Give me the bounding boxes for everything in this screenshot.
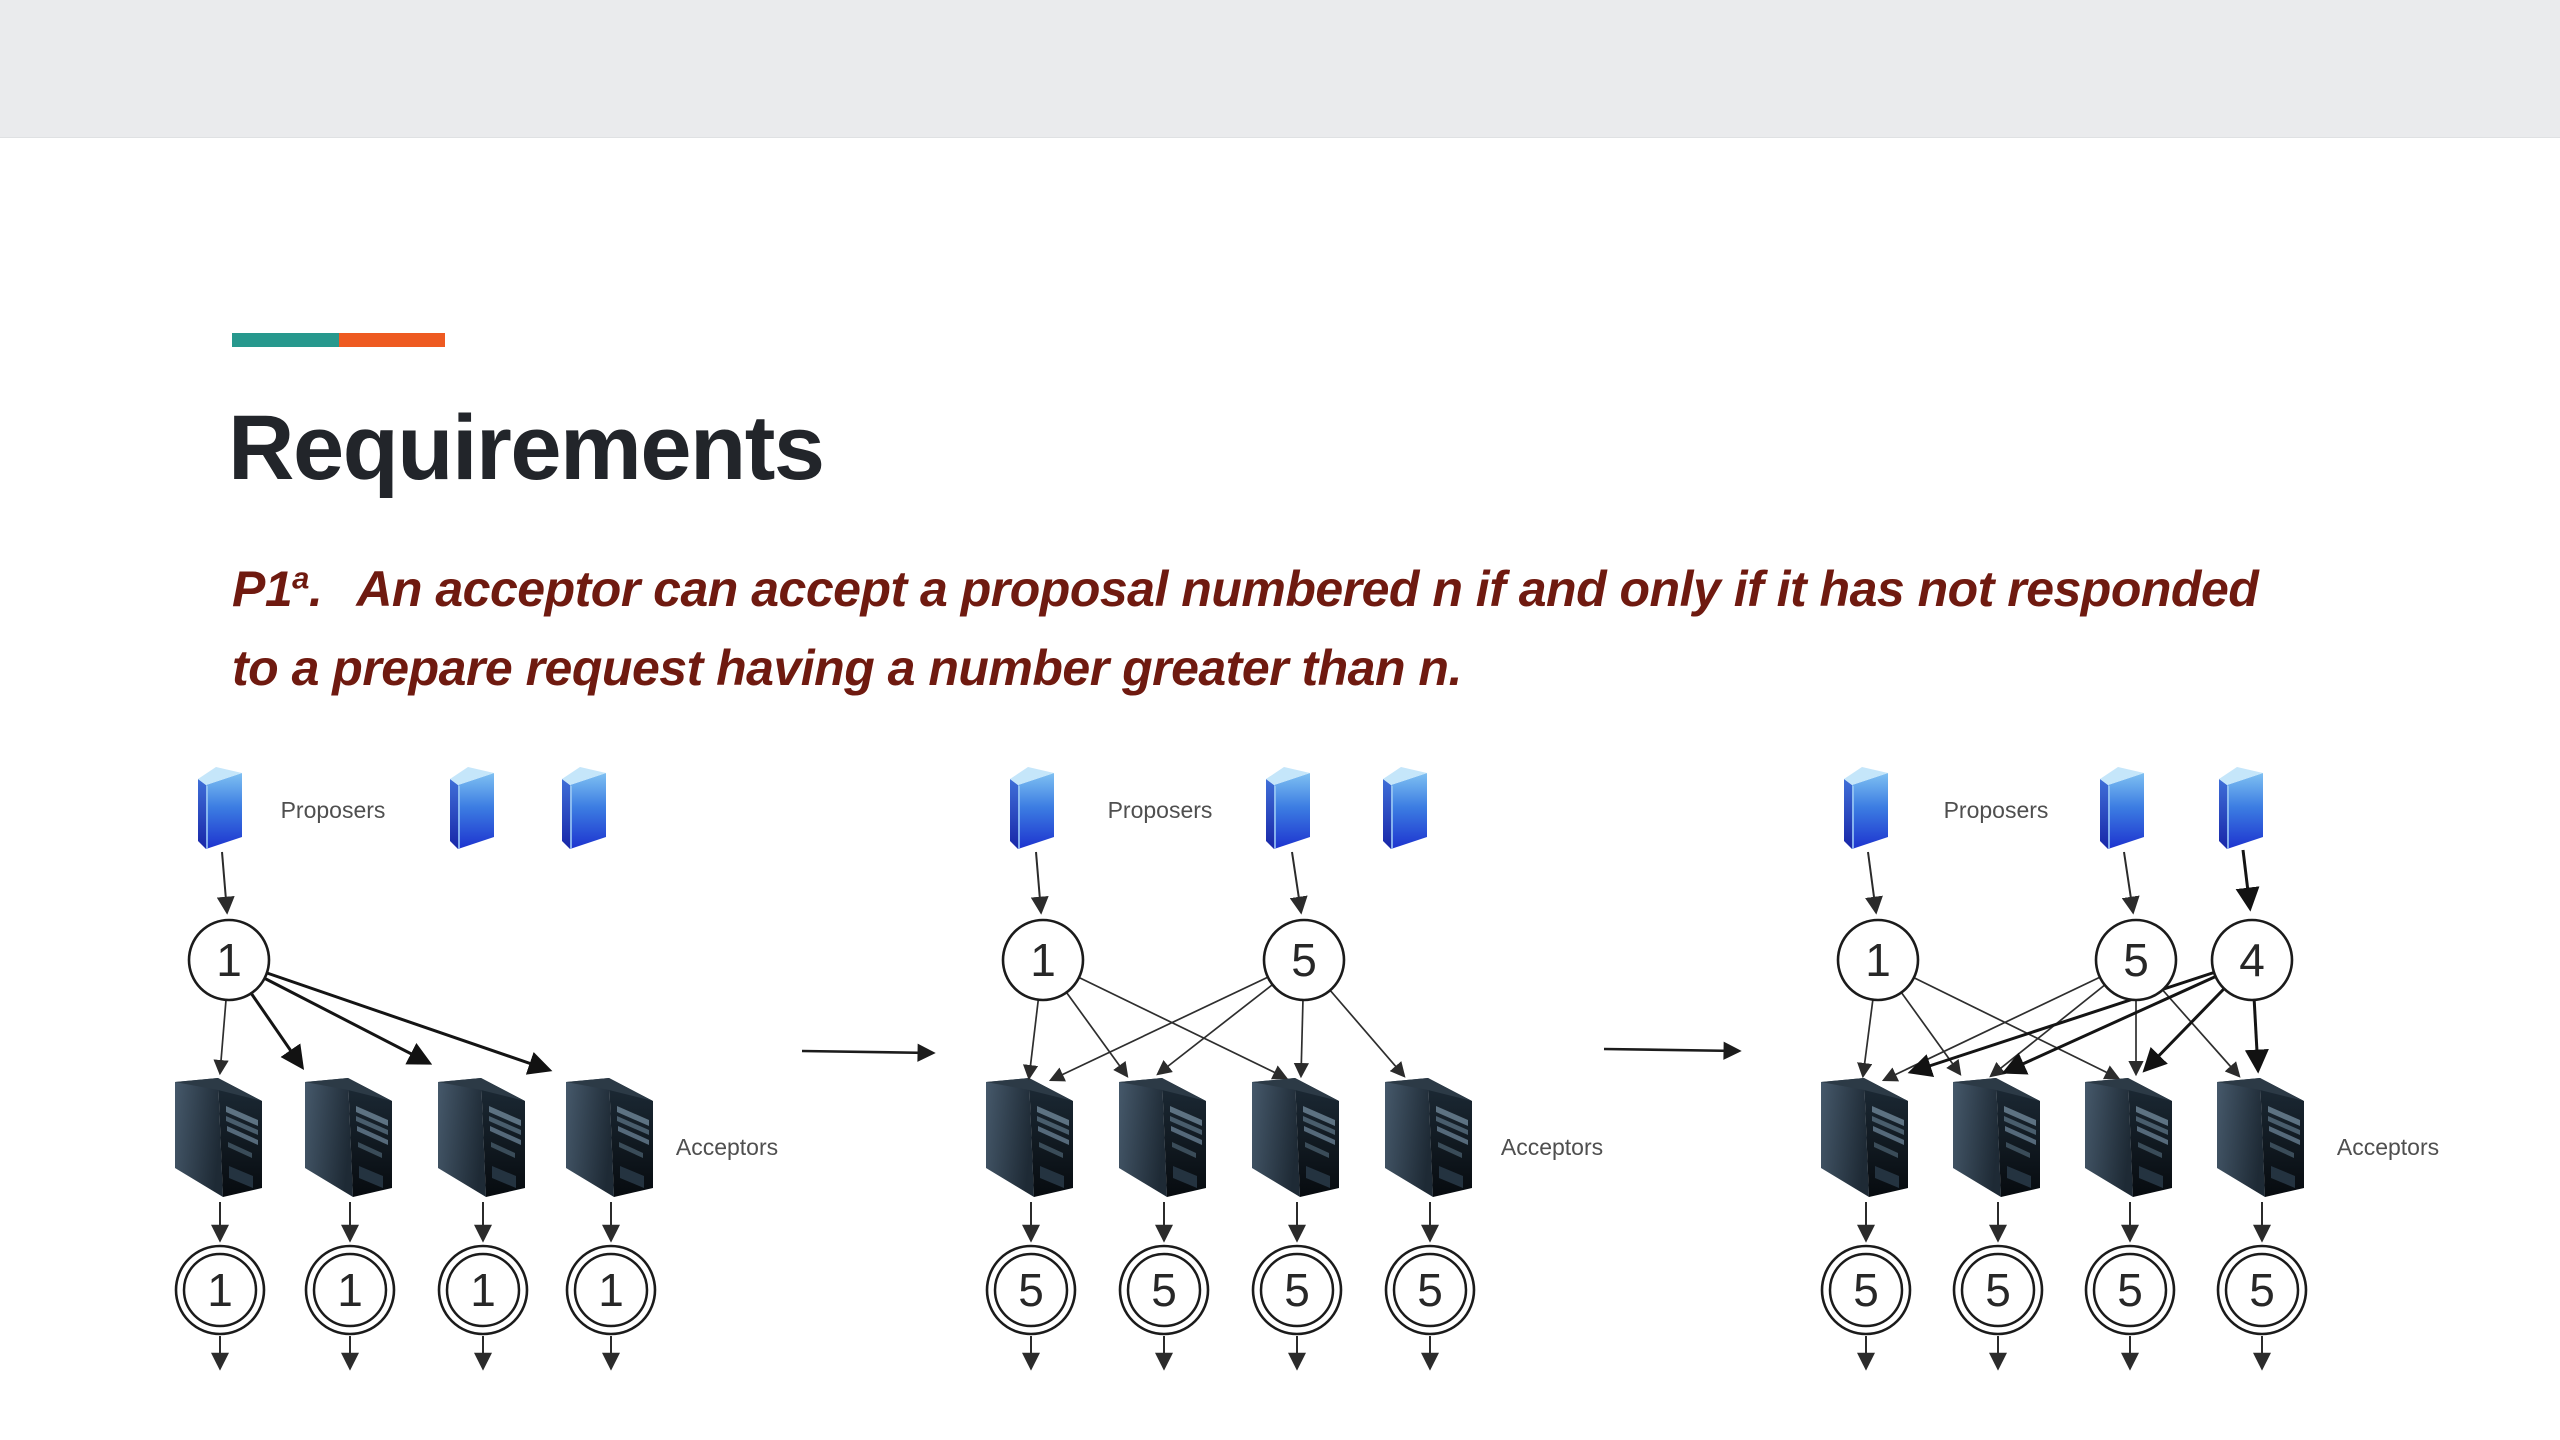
requirement-statement: P1a. An acceptor can accept a proposal nu… [232, 550, 2259, 708]
acceptor-server-icon [305, 1078, 392, 1197]
prepare-arrow [1048, 959, 1305, 1082]
acceptor-server-icon [566, 1078, 653, 1197]
statement-line-1: P1a. An acceptor can accept a proposal nu… [232, 550, 2259, 629]
proposer-to-circle-arrow [1865, 851, 1883, 915]
proposers-label: Proposers [1108, 797, 1213, 823]
proposers-label: Proposers [281, 797, 386, 823]
proposal-number: 5 [2123, 934, 2149, 986]
proposer-server-icon [2219, 767, 2263, 849]
accepted-value: 1 [337, 1264, 363, 1316]
proposer-server-icon [1844, 767, 1888, 849]
acceptor-server-icon [175, 1078, 262, 1197]
right-arrow [801, 1043, 936, 1062]
proposal-number: 1 [1865, 934, 1891, 986]
proposer-server-icon [562, 767, 606, 849]
proposer-to-circle-arrow [1030, 851, 1049, 915]
accepted-value: 5 [1985, 1264, 2011, 1316]
proposal-number: 4 [2239, 934, 2265, 986]
phase-transition-arrow [1603, 1041, 1742, 1060]
proposer-server-icon [2100, 767, 2144, 849]
acceptor-server-icon [2085, 1078, 2172, 1197]
right-arrow [1603, 1041, 1742, 1060]
accepted-value: 5 [1417, 1264, 1443, 1316]
prepare-arrow [249, 992, 305, 1070]
proposer-server-icon [198, 767, 242, 849]
accepted-value: 5 [2117, 1264, 2143, 1316]
proposal-number-circle [2094, 918, 2178, 1002]
proposer-to-circle-arrow [216, 851, 235, 915]
statement-text-line1: An acceptor can accept a proposal number… [356, 561, 2259, 617]
accepted-value: 1 [207, 1264, 233, 1316]
proposal-number: 5 [1291, 934, 1317, 986]
prepare-arrow [263, 976, 433, 1065]
accept-arrow-bold [1907, 958, 2253, 1078]
acceptor-server-icon [1119, 1078, 1206, 1197]
accept-arrow-bold [2001, 958, 2253, 1075]
acceptor-server-icon [438, 1078, 525, 1197]
prepare-arrow [1042, 959, 1289, 1080]
acceptors-label: Acceptors [1501, 1134, 1603, 1160]
acceptor-server-icon [1252, 1078, 1339, 1197]
acceptor-server-icon [1385, 1078, 1472, 1197]
proposer-server-icon [1383, 767, 1427, 849]
top-gray-band [0, 0, 2560, 138]
paxos-diagram-phase1: Proposers Acceptors 1 1 1 1 1 [174, 767, 778, 1371]
acceptors-label: Acceptors [676, 1134, 778, 1160]
accepted-value: 1 [598, 1264, 624, 1316]
accepted-value: 5 [1853, 1264, 1879, 1316]
acceptor-server-icon [1953, 1078, 2040, 1197]
statement-label: P1 [232, 561, 293, 617]
proposal-number: 1 [1030, 934, 1056, 986]
title-accent-bar [232, 333, 445, 347]
proposers-label: Proposers [1944, 797, 2049, 823]
accepted-value: 5 [1018, 1264, 1044, 1316]
proposer-server-icon [1266, 767, 1310, 849]
proposer-to-circle-arrow [2121, 851, 2140, 915]
proposal-number-circle [1836, 918, 1920, 1002]
proposal-number: 1 [216, 934, 242, 986]
prepare-arrow [1877, 959, 2121, 1080]
proposal-number-circle [1262, 918, 1346, 1002]
accepted-value: 5 [2249, 1264, 2275, 1316]
page-title: Requirements [228, 397, 825, 499]
acceptor-server-icon [986, 1078, 1073, 1197]
acceptor-server-icon [1821, 1078, 1908, 1197]
accepted-value: 5 [1151, 1264, 1177, 1316]
proposal-number-circle [2210, 918, 2294, 1002]
statement-superscript: a [292, 560, 309, 596]
acceptor-server-icon [2217, 1078, 2304, 1197]
accepted-value: 5 [1284, 1264, 1310, 1316]
prepare-arrow [213, 999, 229, 1076]
statement-line-2: to a prepare request having a number gre… [232, 640, 1462, 696]
proposer-server-icon [450, 767, 494, 849]
accepted-value: 1 [470, 1264, 496, 1316]
proposer-to-circle-arrow-bold [2235, 849, 2260, 912]
paxos-diagram-phase2: Proposers Acceptors 1 5 5 5 5 5 [985, 767, 1603, 1371]
proposal-number-circle [187, 918, 271, 1002]
proposer-server-icon [1010, 767, 1054, 849]
accent-orange-segment [339, 333, 445, 347]
phase-transition-arrow [801, 1043, 936, 1062]
prepare-arrow [266, 971, 553, 1075]
proposer-to-circle-arrow [1289, 851, 1308, 915]
proposal-number-circle [1001, 918, 1085, 1002]
statement-period: . [308, 561, 323, 617]
acceptors-label: Acceptors [2337, 1134, 2439, 1160]
accent-teal-segment [232, 333, 339, 347]
paxos-diagram-phase3: Proposers Acceptors 1 5 4 [1820, 767, 2439, 1371]
